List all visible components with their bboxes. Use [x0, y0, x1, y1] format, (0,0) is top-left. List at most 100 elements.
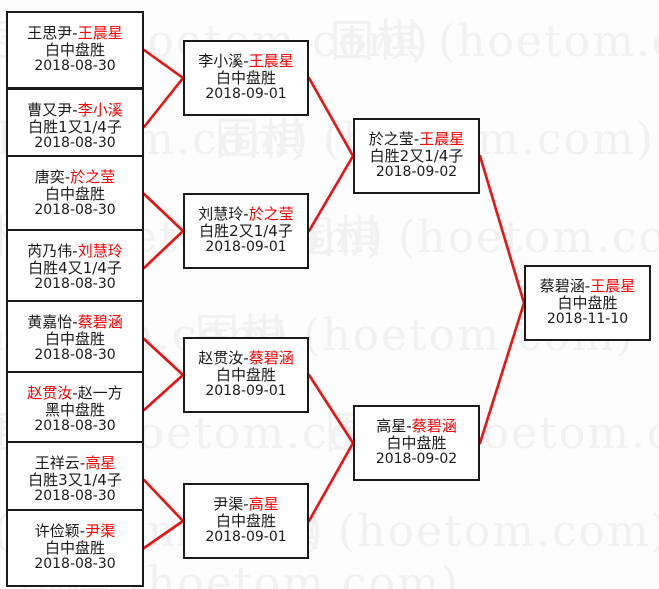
match-players: 尹渠-高星: [213, 496, 278, 513]
player-loser: 唐奕: [34, 168, 65, 187]
player-loser: 曹又尹: [27, 101, 73, 120]
player-separator: -: [584, 277, 591, 296]
player-loser: 王祥云: [34, 454, 80, 473]
player-separator: -: [72, 101, 78, 120]
player-separator: -: [72, 24, 78, 43]
player-winner: 於之莹: [70, 168, 116, 187]
player-separator: -: [79, 522, 86, 541]
player-winner: 高星: [85, 454, 116, 473]
r2m1-to-r3m1-connector: [307, 76, 355, 158]
player-loser: 黄嘉怡: [27, 313, 73, 332]
match-date: 2018-09-01: [205, 85, 287, 102]
match-players: 李小溪-王晨星: [198, 53, 293, 70]
match-date: 2018-09-02: [375, 450, 458, 467]
match-date: 2018-08-30: [34, 346, 116, 363]
r1m1-to-r2m1-connector: [142, 48, 185, 80]
player-loser: 赵贯汝: [198, 349, 244, 368]
watermark-text: 围棋 (hoetom.com): [290, 212, 659, 263]
player-loser: 李小溪: [198, 52, 244, 71]
match-players: 芮乃伟-刘慧玲: [27, 243, 122, 260]
player-loser: 尹渠: [213, 495, 244, 514]
match-date: 2018-09-01: [205, 382, 287, 399]
player-loser: 高星: [376, 417, 407, 436]
player-loser: 芮乃伟: [27, 242, 73, 261]
r1m2-to-r2m1-connector: [142, 76, 185, 129]
match-date: 2018-09-01: [205, 528, 287, 545]
match-players: 唐奕-於之莹: [35, 169, 115, 186]
match-result: 白中盘胜: [215, 511, 276, 530]
player-separator: -: [72, 242, 78, 261]
match-date: 2018-08-30: [34, 57, 116, 74]
match-date: 2018-08-30: [34, 417, 116, 434]
player-separator: -: [243, 205, 249, 224]
player-winner: 蔡碧涵: [248, 349, 294, 368]
match-result: 白中盘胜: [44, 329, 105, 348]
match-date: 2018-08-30: [34, 134, 116, 151]
match-result: 白中盘胜: [44, 40, 105, 59]
match-result: 白中盘胜: [386, 433, 447, 452]
player-winner: 王晨星: [248, 52, 294, 71]
r2m3-to-r3m2-connector: [307, 373, 355, 445]
player-loser: 王思尹: [27, 24, 73, 43]
match-players: 蔡碧涵-王晨星: [540, 278, 635, 295]
match-players: 曹又尹-李小溪: [27, 102, 122, 119]
match-date: 2018-08-30: [34, 487, 116, 504]
match-result: 白胜3又1/4子: [28, 470, 122, 489]
player-winner: 刘慧玲: [77, 242, 123, 261]
player-winner: 赵贯汝: [27, 384, 73, 403]
player-loser: 於之莹: [368, 130, 414, 149]
r1m7-to-r2m4-connector: [142, 478, 185, 523]
r2m4-to-r3m2-connector: [307, 441, 355, 523]
match-result: 白胜4又1/4子: [28, 258, 122, 277]
match-result: 白中盘胜: [44, 538, 105, 557]
match-players: 王祥云-高星: [35, 455, 115, 472]
match-date: 2018-08-30: [34, 201, 116, 218]
player-winner: 王晨星: [77, 24, 123, 43]
player-separator: -: [413, 130, 420, 149]
player-loser: 蔡碧涵: [539, 277, 585, 296]
match-result: 白胜2又1/4子: [199, 221, 293, 240]
match-players: 赵贯汝-蔡碧涵: [198, 350, 293, 367]
r1m3-to-r2m2-connector: [142, 192, 185, 233]
match-date: 2018-09-02: [375, 163, 458, 180]
match-players: 於之莹-王晨星: [369, 131, 464, 148]
r1m5-to-r2m3-connector: [142, 337, 185, 377]
player-winner: 高星: [248, 495, 279, 514]
player-separator: -: [243, 495, 249, 514]
r2m2-to-r3m1-connector: [307, 154, 355, 233]
match-result: 白中盘胜: [44, 184, 105, 203]
match-players: 黄嘉怡-蔡碧涵: [27, 314, 122, 331]
match-date: 2018-08-30: [34, 275, 116, 292]
player-winner: 於之莹: [248, 205, 294, 224]
player-winner: 蔡碧涵: [411, 417, 457, 436]
r1m4-to-r2m2-connector: [142, 229, 185, 270]
match-players: 高星-蔡碧涵: [376, 418, 456, 435]
match-result: 白中盘胜: [215, 365, 276, 384]
player-separator: -: [79, 454, 86, 473]
match-date: 2018-08-30: [34, 555, 116, 572]
match-result: 白中盘胜: [215, 68, 276, 87]
player-separator: -: [243, 52, 249, 71]
player-loser: 刘慧玲: [198, 205, 244, 224]
match-result: 白胜2又1/4子: [369, 146, 464, 165]
r3m1-to-final-connector: [478, 154, 526, 305]
player-separator: -: [64, 168, 71, 187]
player-winner: 王晨星: [590, 277, 636, 296]
player-separator: -: [406, 417, 412, 436]
player-loser: 许俭颖: [34, 522, 80, 541]
